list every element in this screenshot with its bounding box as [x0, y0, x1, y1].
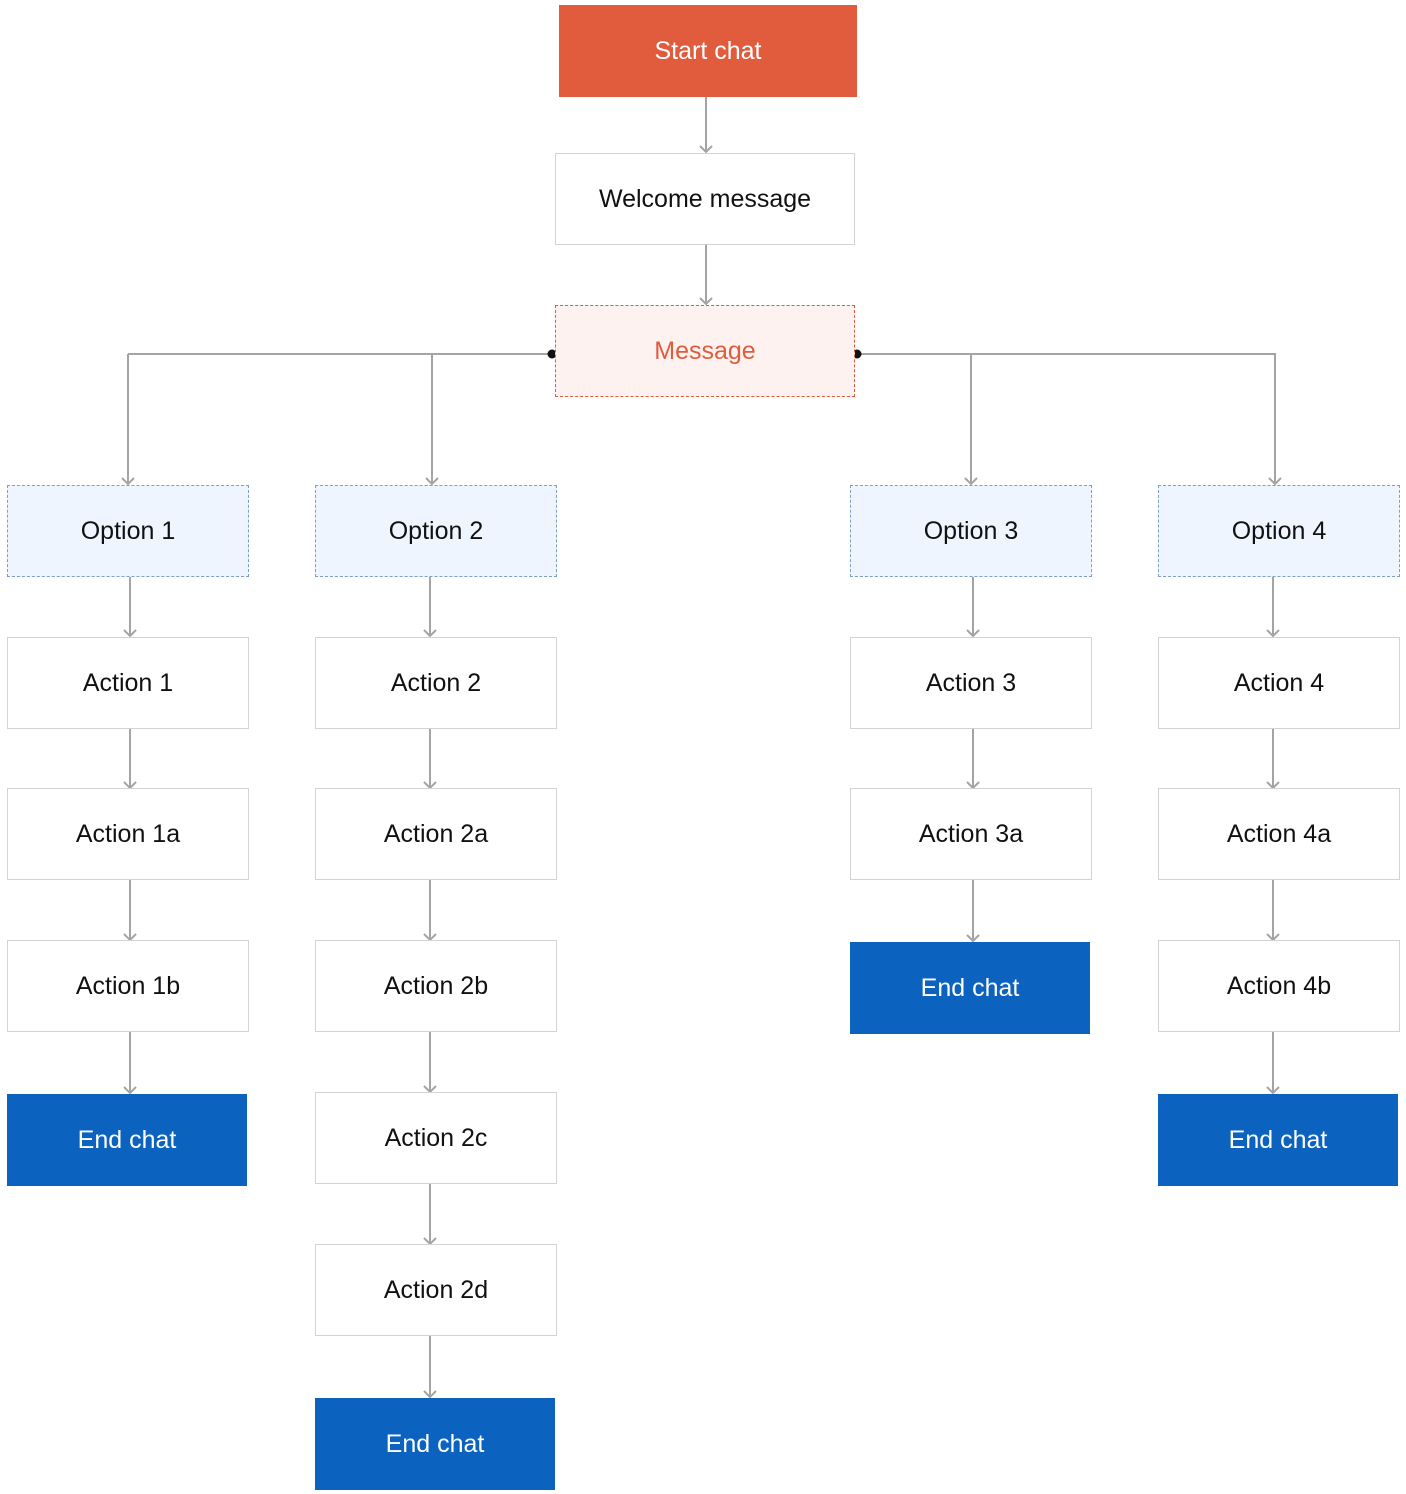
option-3-node: Option 3 [850, 485, 1092, 577]
arrowhead [966, 934, 980, 943]
arrowhead [121, 477, 135, 486]
action-1-node: Action 1 [7, 637, 249, 729]
start-chat-node: Start chat [559, 5, 857, 97]
option-2-node: Option 2 [315, 485, 557, 577]
arrowhead [1266, 629, 1280, 638]
port-left [547, 349, 557, 359]
action-4-node: Action 4 [1158, 637, 1400, 729]
action-2d-node: Action 2d [315, 1244, 557, 1336]
arrowhead [425, 477, 439, 486]
end-chat-node-3: End chat [850, 942, 1090, 1034]
action-2-node: Action 2 [315, 637, 557, 729]
action-1b-node: Action 1b [7, 940, 249, 1032]
action-3a-node: Action 3a [850, 788, 1092, 880]
arrowhead [699, 297, 713, 306]
action-2c-node: Action 2c [315, 1092, 557, 1184]
arrowhead [423, 629, 437, 638]
arrowhead [423, 1390, 437, 1399]
arrowhead [964, 477, 978, 486]
option-4-node: Option 4 [1158, 485, 1400, 577]
arrowhead [1268, 477, 1282, 486]
action-2b-node: Action 2b [315, 940, 557, 1032]
arrowhead [123, 629, 137, 638]
arrowhead [699, 145, 713, 154]
welcome-message-node: Welcome message [555, 153, 855, 245]
end-chat-node-2: End chat [315, 1398, 555, 1490]
message-node: Message [555, 305, 855, 397]
action-2a-node: Action 2a [315, 788, 557, 880]
arrowhead [1266, 1086, 1280, 1095]
end-chat-node-1: End chat [7, 1094, 247, 1186]
option-1-node: Option 1 [7, 485, 249, 577]
action-4a-node: Action 4a [1158, 788, 1400, 880]
action-4b-node: Action 4b [1158, 940, 1400, 1032]
action-1a-node: Action 1a [7, 788, 249, 880]
end-chat-node-4: End chat [1158, 1094, 1398, 1186]
arrowhead [966, 629, 980, 638]
arrowhead [123, 1086, 137, 1095]
action-3-node: Action 3 [850, 637, 1092, 729]
